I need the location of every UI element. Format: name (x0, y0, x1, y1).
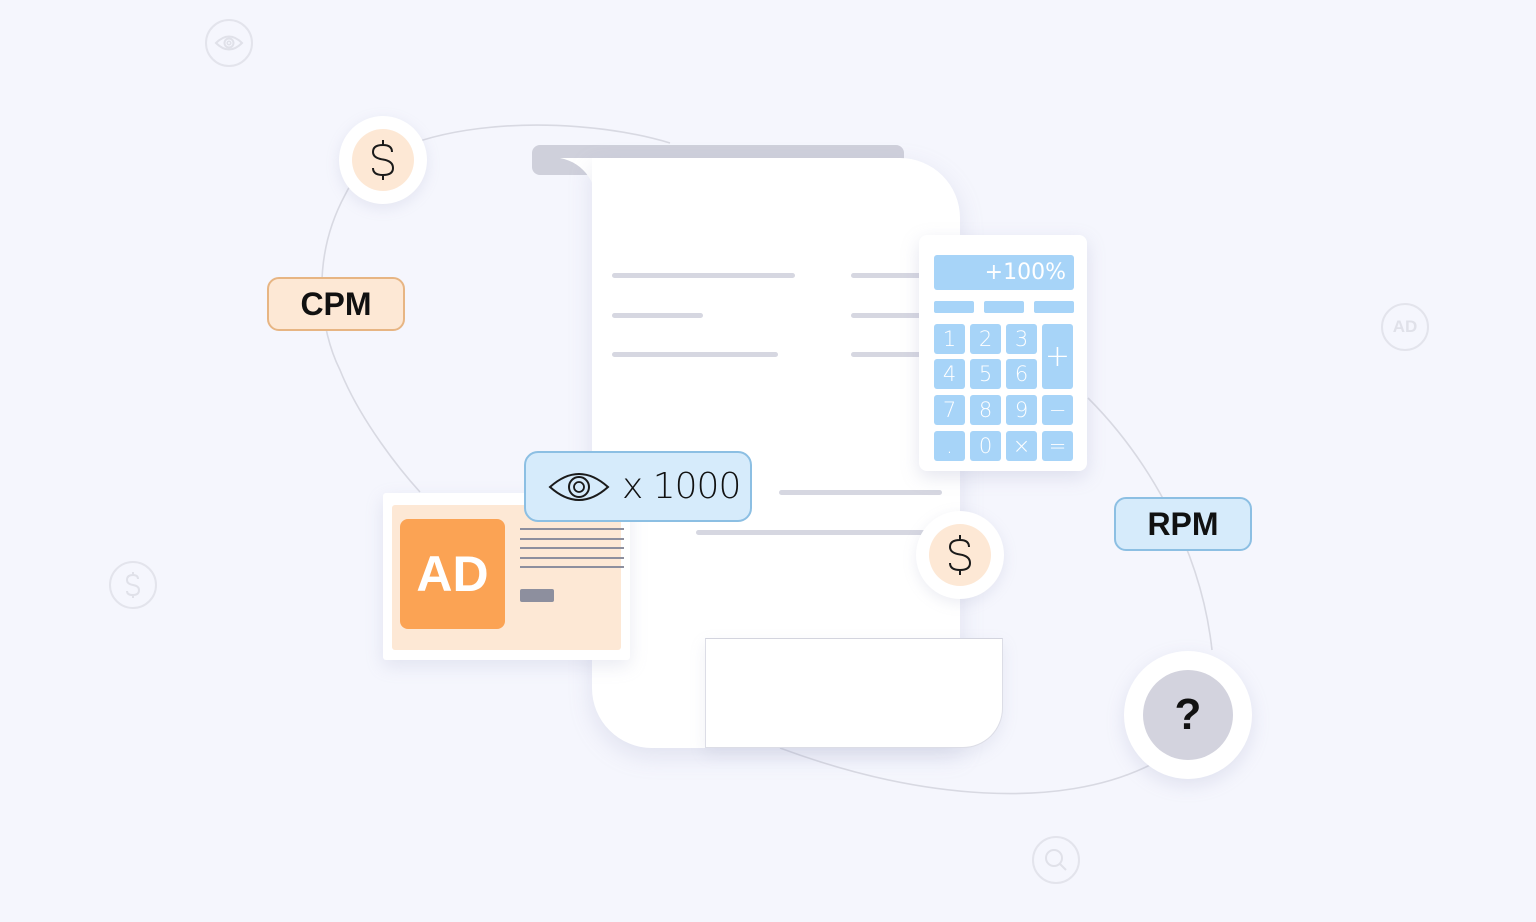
receipt-line (612, 273, 795, 278)
ad-button (520, 589, 554, 602)
calc-key-1: 1 (934, 324, 965, 354)
receipt-line (851, 352, 931, 357)
ad-badge: AD (400, 519, 505, 629)
receipt-line (779, 490, 942, 495)
calc-key-6: 6 (1006, 359, 1037, 389)
calculator: +100% 1 2 3 + 4 5 6 7 8 9 − . 0 × = (919, 235, 1087, 471)
views-multiplier-text: x 1000 (622, 466, 741, 507)
eye-icon (548, 472, 610, 501)
calc-key-multiply: × (1006, 431, 1037, 461)
calc-key-4: 4 (934, 359, 965, 389)
receipt-curl (560, 158, 600, 218)
receipt-bottom-fold (705, 638, 1003, 748)
calc-key-equals: = (1042, 431, 1073, 461)
ad-text-line (520, 557, 624, 559)
calculator-memory-key (984, 301, 1024, 313)
cpm-label: CPM (267, 277, 405, 331)
calc-key-5: 5 (970, 359, 1001, 389)
calc-key-2: 2 (970, 324, 1001, 354)
ad-text-line (520, 547, 624, 549)
views-multiplier-badge: x 1000 (524, 451, 752, 522)
receipt-line (851, 313, 931, 318)
ad-card: AD (383, 493, 630, 660)
dollar-coin-right (916, 511, 1004, 599)
receipt-line (612, 313, 703, 318)
rpm-label: RPM (1114, 497, 1252, 551)
calculator-memory-key (934, 301, 974, 313)
calc-key-8: 8 (970, 395, 1001, 425)
eye-icon (205, 19, 253, 67)
calc-key-9: 9 (1006, 395, 1037, 425)
calc-key-minus: − (1042, 395, 1073, 425)
question-circle: ? (1124, 651, 1252, 779)
calculator-display: +100% (934, 255, 1074, 290)
calc-key-3: 3 (1006, 324, 1037, 354)
receipt-line (851, 273, 931, 278)
dollar-icon (109, 561, 157, 609)
calc-key-0: 0 (970, 431, 1001, 461)
dollar-coin-top (339, 116, 427, 204)
calc-key-7: 7 (934, 395, 965, 425)
receipt-line (696, 530, 936, 535)
ad-text-line (520, 528, 624, 530)
ad-icon-text: AD (1392, 317, 1418, 336)
search-icon (1032, 836, 1080, 884)
question-mark: ? (1143, 670, 1233, 760)
receipt-line (612, 352, 778, 357)
ad-text-line (520, 538, 624, 540)
ad-icon: AD (1381, 303, 1429, 351)
dollar-icon (948, 535, 972, 575)
calc-key-dot: . (934, 431, 965, 461)
ad-card-content: AD (392, 505, 624, 650)
calculator-memory-key (1034, 301, 1074, 313)
ad-text-line (520, 566, 624, 568)
calc-key-plus: + (1042, 324, 1073, 389)
dollar-icon (371, 140, 395, 180)
